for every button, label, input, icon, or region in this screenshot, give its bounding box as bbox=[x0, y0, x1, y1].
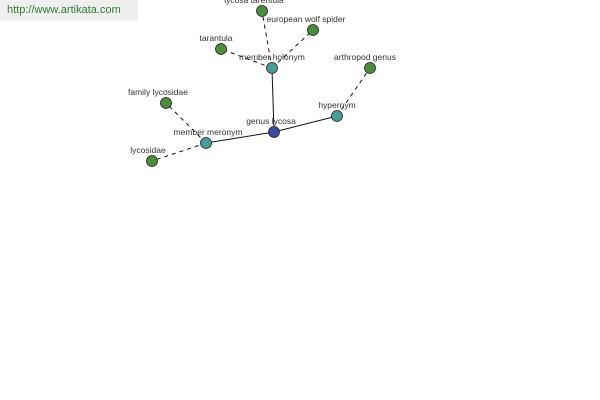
node-genus-lycosa[interactable] bbox=[268, 126, 280, 138]
label-hypernym: hypernym bbox=[318, 100, 355, 110]
edge-hypernym-to-arthropod-genus bbox=[336, 67, 371, 117]
label-arthropod-genus: arthropod genus bbox=[334, 52, 396, 62]
node-lycosidae[interactable] bbox=[146, 155, 158, 167]
node-european-wolf-spider[interactable] bbox=[307, 24, 319, 36]
node-member-meronym[interactable] bbox=[200, 137, 212, 149]
node-lycosa-tarentula[interactable] bbox=[256, 5, 268, 17]
label-member-meronym: member meronym bbox=[174, 127, 243, 137]
label-family-lycosidae: family lycosidae bbox=[128, 87, 188, 97]
label-european-wolf-spider: european wolf spider bbox=[267, 14, 346, 24]
label-tarantula: tarantula bbox=[199, 33, 232, 43]
node-family-lycosidae[interactable] bbox=[160, 97, 172, 109]
edge-genus-lycosa-to-hypernym bbox=[273, 115, 338, 133]
edge-genus-lycosa-to-member-holonym bbox=[271, 67, 275, 133]
site-url-link[interactable]: http://www.artikata.com bbox=[7, 4, 121, 16]
edge-genus-lycosa-to-member-meronym bbox=[205, 131, 275, 144]
edge-member-holonym-to-tarantula bbox=[220, 48, 273, 69]
node-hypernym[interactable] bbox=[331, 110, 343, 122]
label-lycosidae: lycosidae bbox=[130, 145, 166, 155]
node-member-holonym[interactable] bbox=[266, 62, 278, 74]
edge-member-meronym-to-family-lycosidae bbox=[165, 102, 207, 144]
edge-member-holonym-to-european-wolf-spider bbox=[271, 29, 314, 69]
edge-member-holonym-to-lycosa-tarentula bbox=[261, 10, 273, 69]
label-genus-lycosa: genus lycosa bbox=[246, 116, 296, 126]
node-arthropod-genus[interactable] bbox=[364, 62, 376, 74]
url-bar: http://www.artikata.com bbox=[0, 0, 138, 21]
node-tarantula[interactable] bbox=[215, 43, 227, 55]
label-member-holonym: member holonym bbox=[239, 52, 305, 62]
edge-member-meronym-to-lycosidae bbox=[151, 142, 207, 162]
label-lycosa-tarentula: lycosa tarentula bbox=[224, 0, 284, 5]
